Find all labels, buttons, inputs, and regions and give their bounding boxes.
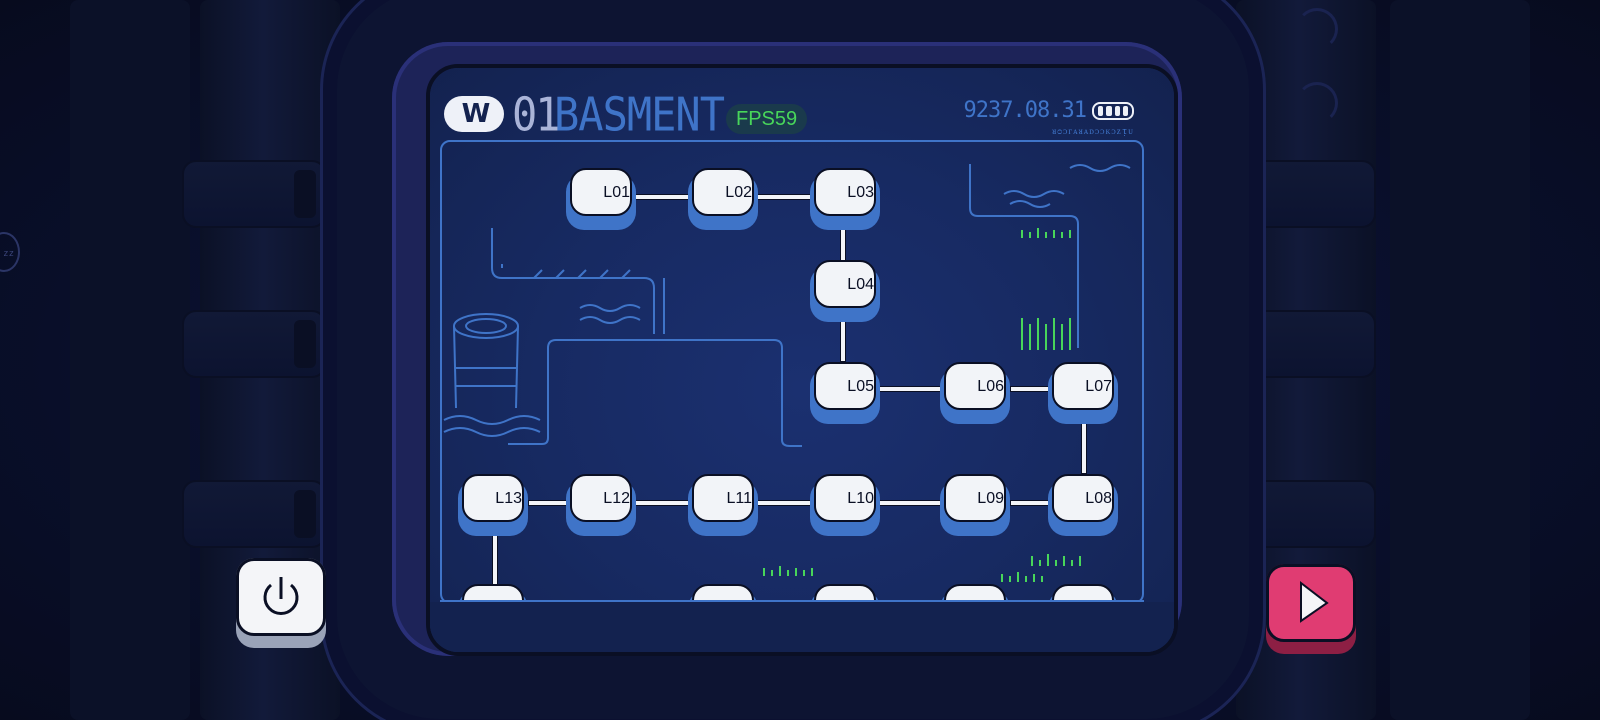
path-link [634,194,690,200]
level-node-l04[interactable]: L04 [810,258,880,322]
path-link [1010,386,1052,392]
battery-icon [1092,102,1134,120]
path-link [1010,500,1052,506]
node-face [814,474,876,522]
level-label: L12 [603,490,630,507]
left-outer-pipe [70,0,190,720]
map-decoration [443,164,1131,582]
path-link [840,228,846,262]
level-node-l02[interactable]: L02 [688,166,758,230]
battery-cell [1122,106,1128,116]
left-clamp-3 [182,480,326,548]
level-node-l09[interactable]: L09 [940,472,1010,536]
node-face [814,260,876,308]
level-label: L01 [603,184,630,201]
sleep-indicator[interactable]: zz [0,232,20,272]
right-outer-pipe [1390,0,1530,720]
level-label: L13 [495,490,522,507]
level-node-l05[interactable]: L05 [810,360,880,424]
level-node-l11[interactable]: L11 [688,472,758,536]
node-face [814,168,876,216]
ring-decoration-1 [1296,8,1338,50]
play-button-face [1266,564,1356,642]
level-label: L11 [726,490,752,507]
node-face [944,474,1006,522]
node-face [1052,362,1114,410]
path-link [876,386,942,392]
level-label: L05 [847,378,874,395]
node-face [692,168,754,216]
battery-cell [1098,106,1104,116]
node-face [1052,474,1114,522]
level-node-l08[interactable]: L08 [1048,472,1118,536]
battery-cell [1114,106,1120,116]
timecode: 9237.08.31 [963,98,1087,123]
level-node-l01[interactable]: L01 [566,166,636,230]
game-screen: W 01 BASMENT FPS59 9237.08.31 ᴚᴑᴐᴦᴀᴚᴀᴅᴐᴐ… [426,64,1178,656]
level-label: L06 [977,378,1004,395]
node-face [570,168,632,216]
world-logo: W [444,96,504,132]
play-button[interactable] [1266,564,1356,654]
path-link [1081,420,1087,474]
level-label: L07 [1085,378,1112,395]
power-button[interactable] [236,558,326,648]
battery-cell [1106,106,1112,116]
level-label: L03 [847,184,874,201]
node-face [570,474,632,522]
level-label: L04 [847,276,874,293]
node-face [462,474,524,522]
node-face [814,362,876,410]
play-icon [1300,580,1329,623]
path-link [528,500,570,506]
logo-w-icon: W [461,99,491,129]
ring-decoration-2 [1296,82,1338,124]
level-node-l10[interactable]: L10 [810,472,880,536]
level-label: L10 [847,490,874,507]
world-number: 01 [512,87,561,142]
left-clamp-1 [182,160,326,228]
level-label: L09 [977,490,1004,507]
subcode-text: ᴚᴑᴐᴦᴀᴚᴀᴅᴐᴐᴋᴐᴢᴉᴜ [1052,127,1134,137]
level-label: L02 [725,184,752,201]
power-icon [263,577,299,615]
path-link [492,534,498,586]
path-link [876,500,942,506]
node-face [692,474,754,522]
level-node-l12[interactable]: L12 [566,472,636,536]
path-link [840,320,846,362]
path-link [756,500,812,506]
level-label: L08 [1085,490,1112,507]
screen-bottom-mask [430,602,1174,652]
map-frame-bottom [440,600,1144,602]
level-node-l03[interactable]: L03 [810,166,880,230]
path-link [634,500,690,506]
screen-background [430,68,1174,652]
node-face [944,362,1006,410]
level-node-l06[interactable]: L06 [940,360,1010,424]
power-button-face [236,558,326,636]
path-link [756,194,812,200]
level-node-l07[interactable]: L07 [1048,360,1118,424]
level-node-l13[interactable]: L13 [458,472,528,536]
left-clamp-2 [182,310,326,378]
fps-counter: FPS59 [726,104,808,134]
world-name: BASMENT [554,87,725,142]
